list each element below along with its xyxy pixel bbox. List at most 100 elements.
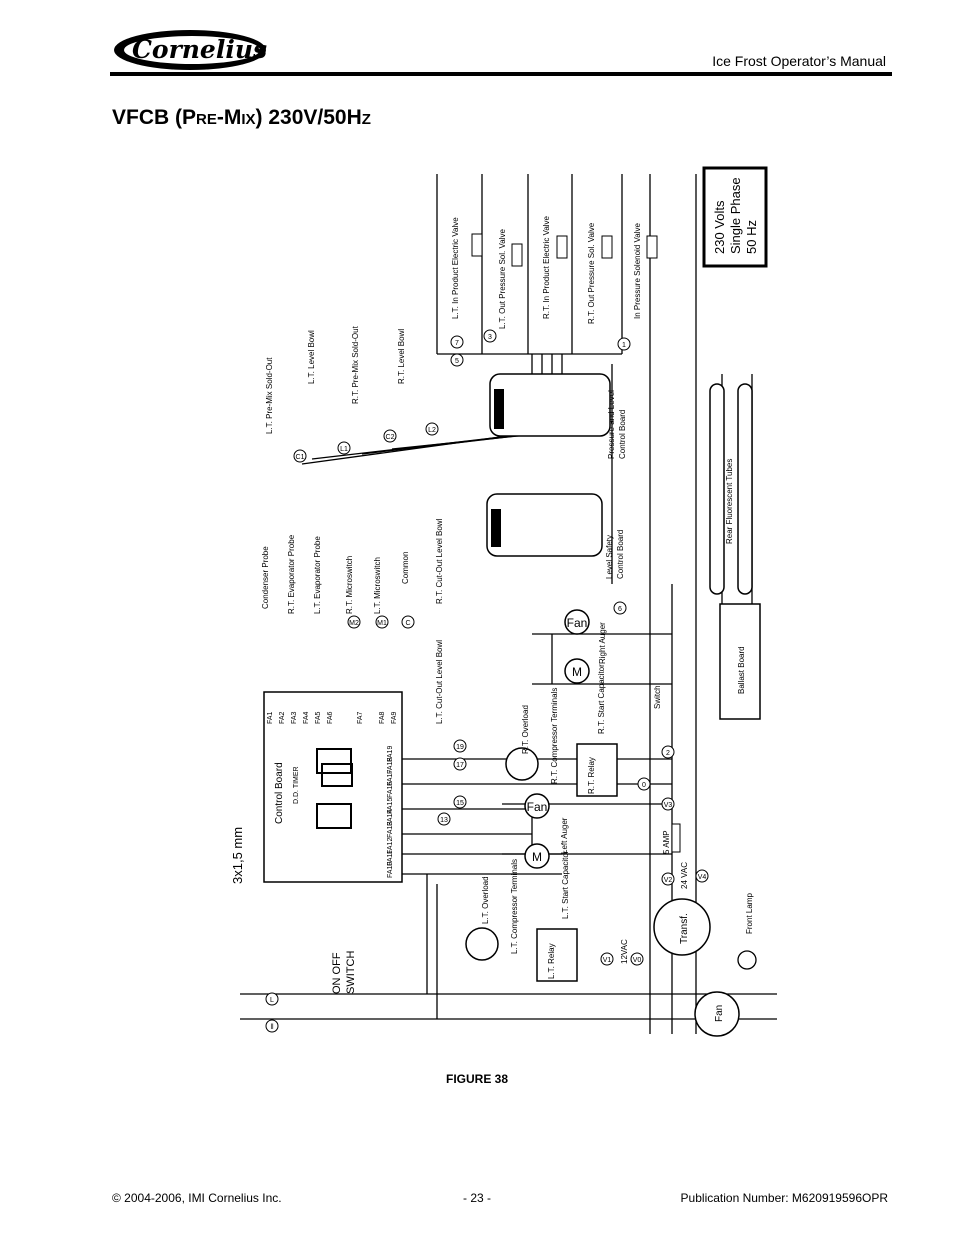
svg-text:V4: V4 xyxy=(698,874,707,881)
svg-text:FA10: FA10 xyxy=(387,862,394,878)
cutout-rt: R.T. Cut-Out Level Bowl xyxy=(435,518,444,604)
pressure-board-label1: Pressure and Level xyxy=(607,390,616,459)
lt-cap: L.T. Start Capacitor xyxy=(561,850,570,919)
svg-text:FA7: FA7 xyxy=(357,711,364,724)
svg-text:FA18: FA18 xyxy=(387,758,394,774)
node-13: 13 xyxy=(437,812,451,826)
node-2: 2 xyxy=(661,745,675,759)
fluorescent-label: Rear Fluorescent Tubes xyxy=(725,459,734,544)
node-V2: V2 xyxy=(661,872,675,886)
node-17: 17 xyxy=(453,757,467,771)
lt-comp: L.T. Compressor Terminals xyxy=(510,859,519,954)
wiring-diagram: 230 Volts Single Phase 50 Hz L.T. In Pro… xyxy=(232,166,777,1037)
svg-text:FA3: FA3 xyxy=(291,711,298,724)
safety-board-label2: Control Board xyxy=(616,530,625,579)
supply-line3: 50 Hz xyxy=(744,220,759,254)
svg-text:FA8: FA8 xyxy=(379,711,386,724)
tube-2 xyxy=(737,383,753,595)
svg-text:FA19: FA19 xyxy=(387,746,394,762)
brand-text: Cornelius xyxy=(132,35,267,64)
footer-publication: Publication Number: M620919596OPR xyxy=(680,1191,888,1205)
svg-text:V2: V2 xyxy=(664,877,673,884)
svg-text:7: 7 xyxy=(455,340,459,347)
svg-text:M1: M1 xyxy=(377,620,387,627)
svg-text:L1: L1 xyxy=(340,446,348,453)
node-19: 19 xyxy=(453,739,467,753)
svg-text:5: 5 xyxy=(455,358,459,365)
svg-text:FA16: FA16 xyxy=(387,782,394,798)
control-board-label: Control Board xyxy=(274,762,285,824)
svg-text:FA2: FA2 xyxy=(279,711,286,724)
node-7: 7 xyxy=(450,335,464,349)
ballast-label: Ballast Board xyxy=(737,646,746,694)
svg-text:C2: C2 xyxy=(386,434,395,441)
fan-bottom: Fan xyxy=(714,1005,725,1022)
footer-page-number: - 23 - xyxy=(462,1191,491,1205)
cutout-lt: L.T. Cut-Out Level Bowl xyxy=(435,640,444,724)
svg-text:1: 1 xyxy=(622,342,626,349)
vac24: 24 VAC xyxy=(680,862,689,889)
supply-line1: 230 Volts xyxy=(712,200,727,254)
switch-label: Switch xyxy=(653,685,662,709)
level-label-4: R.T. Level Bowl xyxy=(397,329,406,384)
transf-label: Transf. xyxy=(679,913,690,944)
valve-3: R.T. In Product Electric Valve xyxy=(542,215,568,319)
supply-box xyxy=(702,166,768,268)
motor-left-label: M xyxy=(532,850,542,864)
svg-text:C: C xyxy=(405,620,410,627)
valve-4: R.T. Out Pressure Sol. Valve xyxy=(587,222,613,324)
level-label-3: R.T. Pre-Mix Sold-Out xyxy=(351,325,360,404)
lt-relay: L.T. Relay xyxy=(547,943,556,979)
node-V3: V3 xyxy=(661,797,675,811)
node-C1: C1 xyxy=(293,449,307,463)
node-V0: V0 xyxy=(630,952,644,966)
node-M2: M2 xyxy=(347,615,361,629)
rt-relay: R.T. Relay xyxy=(587,757,596,794)
level-label-1: L.T. Pre-Mix Sold-Out xyxy=(265,357,274,434)
svg-text:FA12: FA12 xyxy=(387,838,394,854)
svg-text:V0: V0 xyxy=(633,957,642,964)
onoff-2: SWITCH xyxy=(345,951,357,994)
svg-text:6: 6 xyxy=(618,606,622,613)
node-C2: C2 xyxy=(383,429,397,443)
figure-caption: FIGURE 38 xyxy=(445,1072,508,1086)
svg-text:19: 19 xyxy=(456,744,464,751)
node-1: 1 xyxy=(617,337,631,351)
level-label-2: L.T. Level Bowl xyxy=(307,330,316,384)
pressure-board xyxy=(489,373,611,437)
footer-copyright: © 2004-2006, IMI Cornelius Inc. xyxy=(112,1191,282,1205)
valve-2: L.T. Out Pressure Sol. Valve xyxy=(498,229,523,329)
pressure-board-label2: Control Board xyxy=(618,410,627,459)
node-6: 6 xyxy=(613,601,627,615)
tube-1 xyxy=(709,383,725,595)
node-V4: V4 xyxy=(695,869,709,883)
manual-title: Ice Frost Operator’s Manual xyxy=(712,53,886,69)
fan-right-label: Fan xyxy=(567,616,588,630)
svg-text:V1: V1 xyxy=(603,957,612,964)
node-L: L xyxy=(265,992,279,1006)
svg-text:L.T. Out Pressure Sol. Valve: L.T. Out Pressure Sol. Valve xyxy=(498,229,507,329)
page-heading: VFCB (PRE-MIX) 230V/50HZ xyxy=(112,106,371,129)
node-C: C xyxy=(401,615,415,629)
header-rule xyxy=(110,72,892,76)
svg-text:R.T. In Product Electric Valve: R.T. In Product Electric Valve xyxy=(542,215,551,319)
onoff-1: ON OFF xyxy=(331,952,343,994)
svg-text:FA5: FA5 xyxy=(315,711,322,724)
svg-text:FA13: FA13 xyxy=(387,822,394,838)
svg-text:FA6: FA6 xyxy=(327,711,334,724)
lt-overload: L.T. Overload xyxy=(481,876,490,924)
svg-text:3: 3 xyxy=(488,334,492,341)
probe-2: R.T. Evaporator Probe xyxy=(287,534,296,614)
svg-text:0: 0 xyxy=(642,782,646,789)
ballast-board xyxy=(719,603,761,720)
node-L1: L1 xyxy=(337,441,351,455)
svg-text:L: L xyxy=(270,997,274,1004)
svg-text:C1: C1 xyxy=(296,454,305,461)
probe-1: Condenser Probe xyxy=(261,546,270,609)
rt-cap: R.T. Start Capacitor xyxy=(597,664,606,734)
timer-label: D.D. TIMER xyxy=(293,766,300,804)
node-M1: M1 xyxy=(375,615,389,629)
left-auger: Left Auger xyxy=(560,817,569,854)
valve-1: L.T. In Product Electric Valve xyxy=(451,217,483,319)
svg-text:ll: ll xyxy=(270,1024,274,1031)
